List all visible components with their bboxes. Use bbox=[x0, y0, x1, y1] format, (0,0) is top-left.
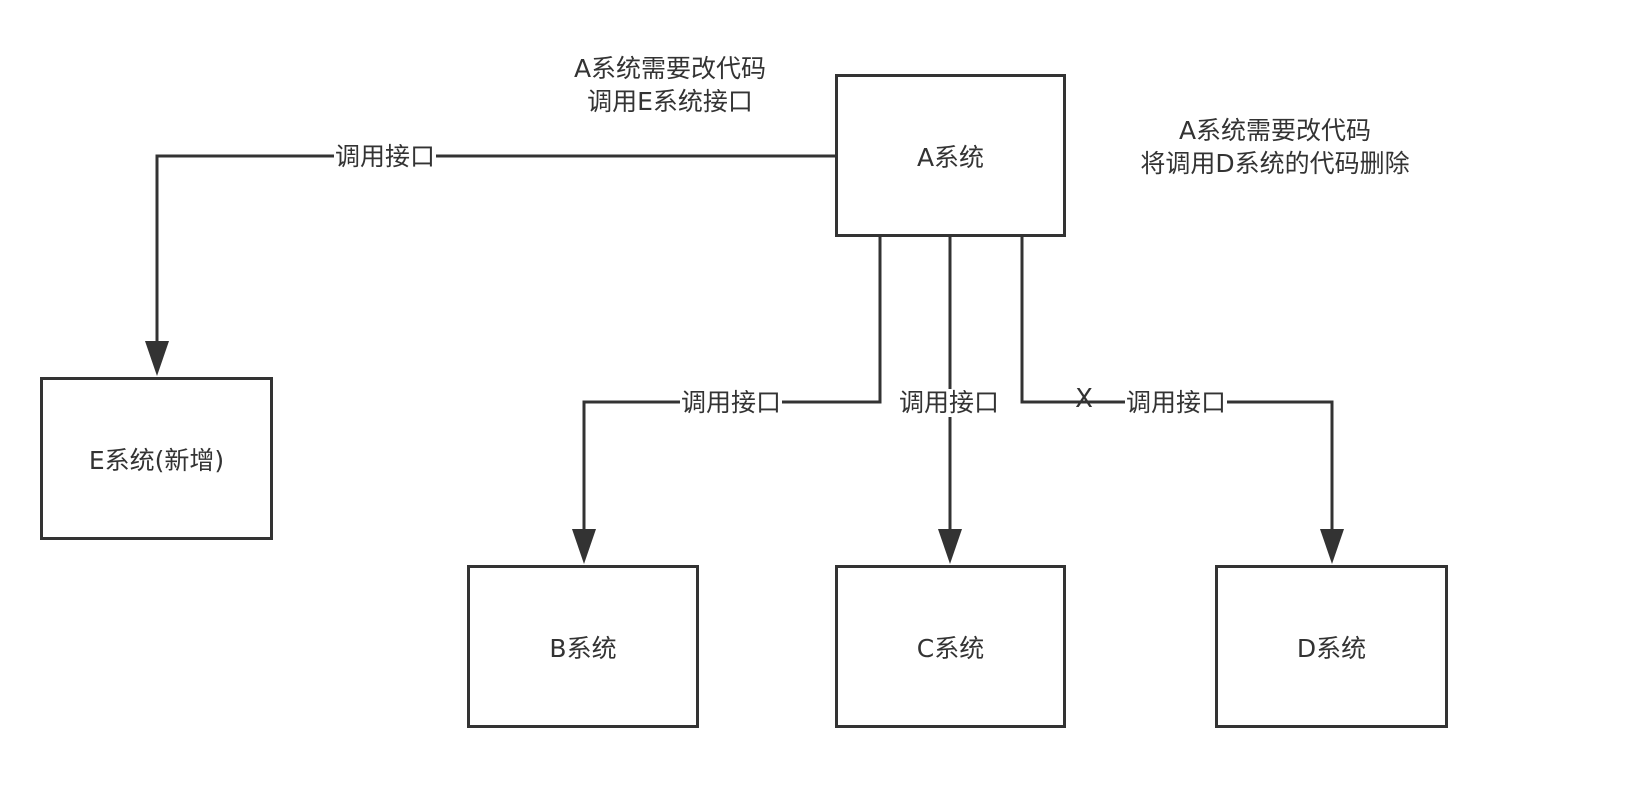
node-b-label: B系统 bbox=[549, 633, 617, 663]
note-right: A系统需要改代码 将调用D系统的代码删除 bbox=[1140, 114, 1409, 180]
note-left: A系统需要改代码 调用E系统接口 bbox=[574, 52, 766, 118]
node-a-label: A系统 bbox=[916, 142, 985, 172]
node-a-system[interactable]: A系统 bbox=[835, 74, 1066, 237]
node-d-label: D系统 bbox=[1296, 633, 1367, 663]
edge-a-to-b bbox=[582, 236, 882, 533]
edge-a-to-c-label: 调用接口 bbox=[897, 388, 1001, 417]
node-c-system[interactable]: C系统 bbox=[835, 565, 1066, 728]
note-left-line2: 调用E系统接口 bbox=[587, 87, 753, 116]
edge-a-to-b-label: 调用接口 bbox=[679, 388, 783, 417]
arrowhead-e bbox=[145, 341, 169, 376]
edge-a-to-d bbox=[1020, 236, 1334, 533]
node-e-label: E系统(新增) bbox=[88, 445, 225, 475]
arrowhead-d bbox=[1320, 529, 1344, 564]
arrowhead-c bbox=[938, 529, 962, 564]
edge-a-to-e bbox=[155, 154, 836, 345]
node-d-system[interactable]: D系统 bbox=[1215, 565, 1448, 728]
edge-a-to-d-label: 调用接口 bbox=[1124, 388, 1228, 417]
arrowhead-b bbox=[572, 529, 596, 564]
note-left-line1: A系统需要改代码 bbox=[573, 54, 767, 83]
removed-edge-x-mark: X bbox=[1075, 384, 1093, 414]
edge-a-to-e-label: 调用接口 bbox=[333, 142, 437, 171]
node-c-label: C系统 bbox=[916, 633, 985, 663]
note-right-line1: A系统需要改代码 bbox=[1178, 116, 1372, 145]
note-right-line2: 将调用D系统的代码删除 bbox=[1140, 149, 1410, 178]
node-b-system[interactable]: B系统 bbox=[467, 565, 699, 728]
node-e-system[interactable]: E系统(新增) bbox=[40, 377, 273, 540]
